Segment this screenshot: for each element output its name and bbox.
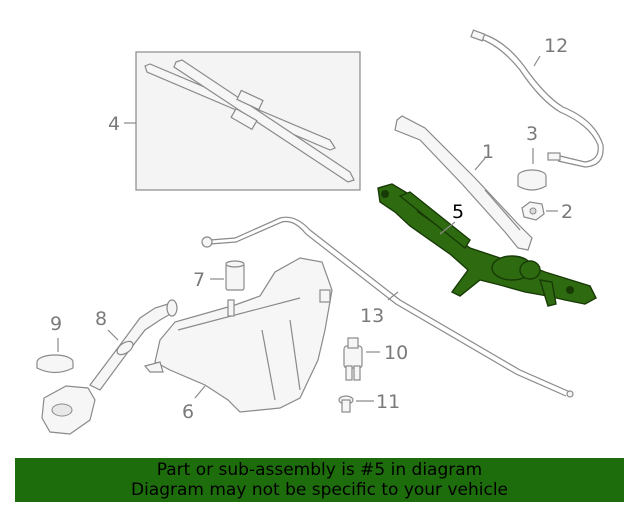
callout-4: 4 [108, 113, 120, 135]
callout-2: 2 [561, 201, 573, 223]
info-banner: Part or sub-assembly is #5 in diagram Di… [15, 458, 624, 502]
nut-part [521, 201, 545, 221]
banner-line-2: Diagram may not be specific to your vehi… [130, 480, 508, 500]
wiper-linkage-motor-part [377, 183, 597, 307]
callout-9: 9 [50, 313, 62, 335]
callout-8: 8 [95, 308, 107, 330]
banner-line-1: Part or sub-assembly is #5 in diagram [156, 460, 483, 480]
wiper-arm-part [394, 115, 533, 251]
wiper-blades-part [135, 51, 361, 191]
parts-diagram: 4 12 1 3 2 5 7 8 9 13 10 11 6 [36, 29, 604, 435]
washer-reservoir-part [143, 257, 333, 413]
callout-11: 11 [376, 391, 400, 413]
washer-hose-part [470, 29, 604, 168]
callout-5: 5 [452, 201, 464, 223]
callout-7: 7 [193, 269, 205, 291]
callout-6: 6 [182, 401, 194, 423]
washer-pump-part [343, 337, 363, 381]
callout-10: 10 [384, 342, 408, 364]
callout-3: 3 [526, 123, 538, 145]
cylinder-part [225, 260, 245, 291]
long-hose-part [201, 216, 574, 398]
leader-lines [57, 55, 558, 402]
grommet-part [338, 395, 354, 413]
cap-part [517, 169, 547, 191]
filler-neck-part [41, 299, 178, 435]
callout-12: 12 [544, 35, 568, 57]
reservoir-cap-part [36, 354, 74, 374]
callout-13: 13 [360, 305, 384, 327]
callout-1: 1 [482, 141, 494, 163]
